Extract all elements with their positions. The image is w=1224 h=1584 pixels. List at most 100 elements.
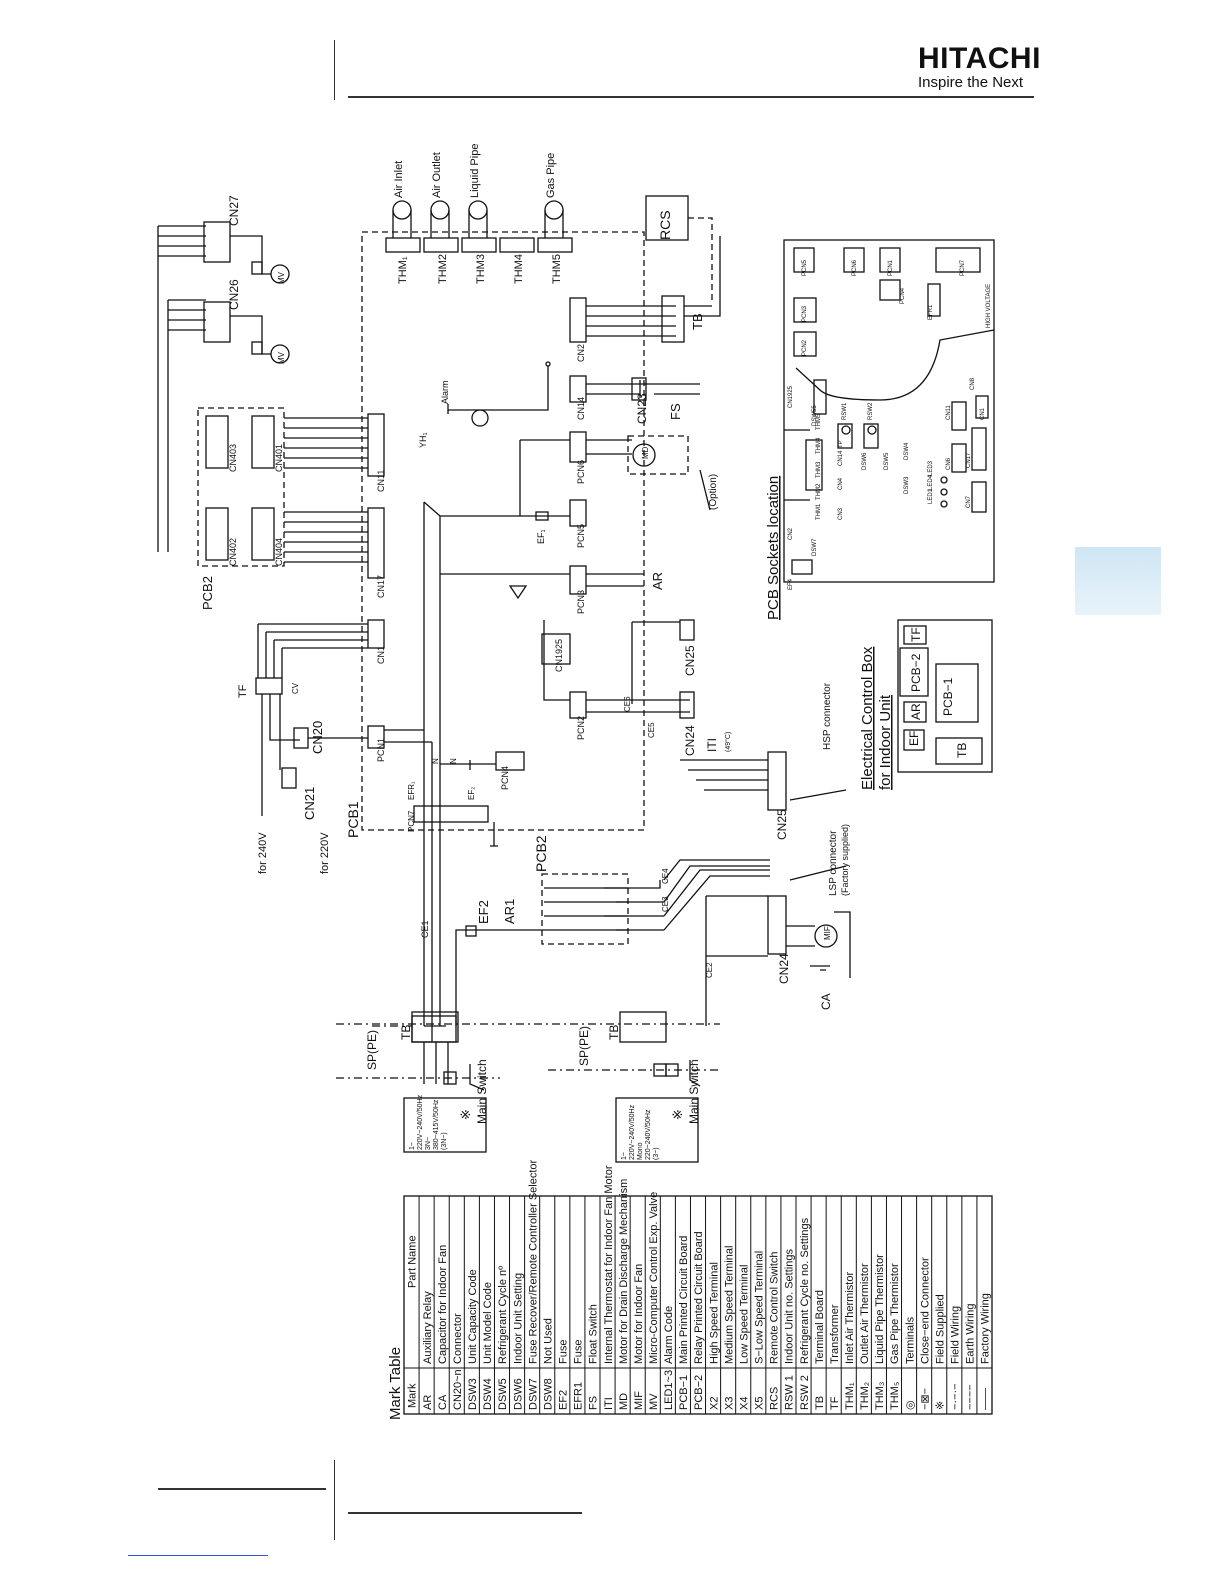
mark-table-mark: MIF xyxy=(633,1391,645,1410)
mark-table-part-name: Terminal Board xyxy=(814,1290,826,1364)
pcb-loc-cn2: CN2 xyxy=(788,527,794,540)
mark-table-mark: EF2 xyxy=(558,1390,570,1410)
control-box-pcb1: PCB−1 xyxy=(941,677,955,716)
supply2-line1: 1~ xyxy=(621,1152,628,1160)
pcb-loc-dsw7: DSW7 xyxy=(812,538,818,556)
supply2-line5: (3~) xyxy=(653,1147,660,1160)
mark-table-part-name: Close−end Connector xyxy=(919,1257,931,1364)
pcb-loc-cn14: CN14 xyxy=(838,450,844,466)
mark-table-mark: DSW3 xyxy=(467,1378,479,1410)
mark-table-mark: ITI xyxy=(603,1397,615,1410)
mark-table-part-name: Gas Pipe Thermistor xyxy=(889,1263,901,1364)
mark-table-mark: PCB−2 xyxy=(693,1375,705,1410)
mark-table-part-name: Capacitor for Indoor Fan xyxy=(437,1245,449,1364)
mark-table-part-name: Unit Model Code xyxy=(482,1282,494,1364)
mark-table-mark: THM₅ xyxy=(889,1382,901,1410)
label-for-240v: for 240V xyxy=(257,832,269,874)
mark-table-part-name: Refrigerant Cycle no. Settings xyxy=(799,1217,811,1364)
supply2-line3: Mono xyxy=(637,1142,644,1160)
mark-table-mark: TB xyxy=(814,1396,826,1410)
mark-table-part-name: Liquid Pipe Thermistor xyxy=(874,1254,886,1364)
pcb-location-title: PCB Sockets location xyxy=(765,476,782,620)
label-pcb2-top: PCB2 xyxy=(200,576,215,610)
label-mark-sym-2: ※ xyxy=(670,1109,685,1120)
mark-table-part-name: Alarm Code xyxy=(663,1306,675,1364)
pcb-loc-cn1925: CN1925 xyxy=(788,385,794,408)
label-pcb2-lower: PCB2 xyxy=(533,835,549,872)
label-tf: TF xyxy=(237,684,249,698)
label-cv: CV xyxy=(291,682,300,694)
mark-table-part-name: Transformer xyxy=(829,1304,841,1364)
mark-table-mark: DSW8 xyxy=(542,1378,554,1410)
supply2-line2: 220V~240V/50Hz xyxy=(629,1104,636,1160)
label-cn20: CN20 xyxy=(310,721,325,754)
mark-table-part-name: Remote Control Switch xyxy=(769,1252,781,1365)
pcb-loc-pcn1: PCN1 xyxy=(888,259,894,276)
label-ef2-small: EF₂ xyxy=(467,787,476,800)
label-lsp-connector: LSP connector xyxy=(828,830,839,896)
label-thm3: THM3 xyxy=(475,254,487,284)
mark-table-mark: ◎ xyxy=(904,1400,916,1410)
pcb-loc-cn3: CN3 xyxy=(838,507,844,520)
pcb-loc-led3: LED3 xyxy=(928,460,934,476)
label-iti-temp: (49°C) xyxy=(724,732,732,752)
supply1-line3: 3N~ xyxy=(425,1137,432,1150)
label-alarm: Alarm xyxy=(440,380,450,404)
pcb-loc-ef4: EF4 xyxy=(788,578,794,590)
pcb2-boundary-top xyxy=(197,407,285,567)
mark-table-mark: DSW7 xyxy=(527,1378,539,1410)
pcb-loc-led1: LED1 xyxy=(928,488,934,504)
mark-table-part-name: Micro-Computer Control Exp. Valve xyxy=(648,1192,660,1364)
label-cn401: CN401 xyxy=(274,444,284,472)
pcb2-boundary-lower xyxy=(541,873,629,945)
mark-table-part-name: Outlet Air Thermistor xyxy=(859,1263,871,1364)
label-ce1: CE1 xyxy=(420,920,430,938)
pcb-loc-pcn6: PCN6 xyxy=(852,259,858,276)
footer-divider-vertical xyxy=(334,1460,335,1540)
label-cn403: CN403 xyxy=(228,444,238,472)
mark-table-mark: MV xyxy=(648,1393,660,1410)
mark-table-mark: THM₃ xyxy=(874,1382,886,1410)
label-ce3: CE3 xyxy=(661,896,670,912)
label-pcn4: PCN4 xyxy=(500,766,510,790)
label-sppe-1: SP(PE) xyxy=(365,1030,379,1070)
label-tb-main-1: TB xyxy=(399,1025,413,1040)
mark-table-header-part: Part Name xyxy=(406,1235,418,1288)
mark-table-part-name: Inlet Air Thermistor xyxy=(844,1272,856,1364)
mark-table-mark: X4 xyxy=(738,1397,750,1410)
brand-tagline: Inspire the Next xyxy=(918,74,1024,91)
label-ce4: CE4 xyxy=(661,868,670,884)
label-mark-sym-1: ※ xyxy=(458,1109,473,1120)
mark-table-mark: DSW6 xyxy=(512,1378,524,1410)
label-pcn6: PCN6 xyxy=(576,460,586,484)
mark-table-header-mark: Mark xyxy=(406,1383,418,1408)
mark-table-mark: CN20~n xyxy=(452,1369,464,1410)
mark-table-part-name: S−Low Speed Terminal xyxy=(754,1251,766,1364)
pcb-loc-high-voltage: HIGH VOLTAGE xyxy=(986,284,992,328)
mark-table-mark: DSW4 xyxy=(482,1378,494,1410)
label-hsp-connector: HSP connector xyxy=(822,682,833,750)
pcb-loc-dsw5: DSW5 xyxy=(884,452,890,470)
pcb-loc-dsw3: DSW3 xyxy=(904,476,910,494)
label-option: (Option) xyxy=(708,474,719,510)
label-cn404: CN404 xyxy=(274,538,284,566)
control-box-tb: TB xyxy=(955,743,969,758)
pcb-loc-dsw55: DSW55 xyxy=(812,405,818,426)
pcb-loc-pcn3: PCN3 xyxy=(802,305,808,322)
label-pcn1: PCN1 xyxy=(376,738,386,762)
mark-table-part-name: Auxiliary Relay xyxy=(422,1291,434,1364)
label-ef1: EF₁ xyxy=(536,529,546,544)
mark-table-mark: —— xyxy=(980,1388,992,1410)
mark-table-part-name: Internal Thermostat for Indoor Fan Motor xyxy=(603,1165,615,1364)
label-tb-remote: TB xyxy=(690,313,705,330)
label-cn1925: CN1925 xyxy=(554,639,564,672)
label-cn26: CN26 xyxy=(227,279,241,310)
control-box-ef: EF xyxy=(907,731,921,746)
pcb-loc-pcn4: PCN4 xyxy=(900,287,906,304)
mark-table-mark: EFR1 xyxy=(573,1382,585,1410)
pcb-loc-cn6: CN6 xyxy=(946,457,952,470)
label-pcn3: PCN3 xyxy=(576,590,586,614)
label-sppe-2: SP(PE) xyxy=(577,1026,591,1066)
label-md: MD xyxy=(641,446,650,459)
